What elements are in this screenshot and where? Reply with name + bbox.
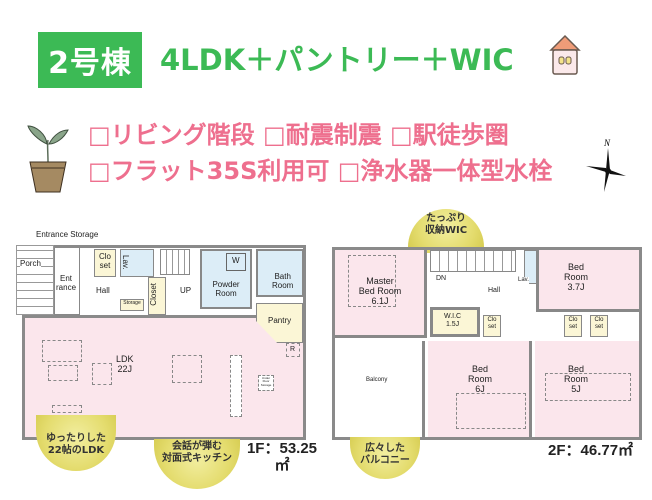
feature-line-1: □リビング階段 □耐震制震 □駅徒歩圏: [88, 121, 509, 149]
coffee-table: [48, 365, 78, 381]
bed: [545, 373, 631, 401]
bedroom-6j-label: Bed Room 6J: [468, 364, 493, 394]
wic-label: W.I.C 1.5J: [444, 313, 462, 328]
washer-label: W: [232, 256, 240, 265]
under-floor-storage: [258, 375, 274, 391]
closet-label: Clo set: [594, 317, 604, 330]
floor-area-2f: 2F：46.77㎡: [548, 442, 634, 459]
washer: [226, 253, 246, 271]
closet-2f-3: [590, 315, 608, 337]
under-floor-label: Under Floor Storage: [260, 376, 272, 387]
hall-label: Hall: [96, 286, 110, 295]
bath-room: [256, 249, 304, 297]
lavatory-1f: [120, 249, 154, 277]
wall: [22, 315, 306, 318]
tv-stand: [52, 405, 82, 413]
closet-1f: [148, 277, 166, 315]
wall: [22, 315, 25, 440]
kitchen-counter: [230, 355, 242, 417]
storage-label: Storage: [123, 300, 141, 306]
wall: [303, 245, 306, 440]
closet-label: Closet: [149, 283, 158, 306]
feature-line-2: □フラット35S利用可 □浄水器一体型水栓: [88, 157, 553, 185]
dining-table: [172, 355, 202, 383]
master-bedroom: [335, 250, 427, 338]
plant-icon: [24, 122, 70, 194]
closet-1f-small: [94, 249, 116, 277]
powder-room-label: Powder Room: [212, 280, 240, 298]
porch-label: Porch: [20, 259, 41, 269]
porch: [16, 245, 54, 315]
lav-label: Lav.: [120, 255, 130, 270]
building-badge: 2号棟: [38, 32, 142, 88]
bubble-wic-text: たっぷり 収納WIC: [424, 213, 468, 236]
wall: [332, 247, 335, 439]
lav-2f-label: Lav.: [518, 277, 529, 284]
balcony-label: Balcony: [366, 377, 388, 383]
floor-plan-2f: たっぷり 収納WIC Master Bed Room 6.1J DN Hall …: [320, 205, 652, 500]
floor-plan-1f: Entrance Storage Porch Ent rance Clo set…: [0, 225, 320, 500]
closet-label: Clo set: [98, 252, 111, 270]
bedroom-3-7j: [536, 250, 639, 312]
stairs-down-label: DN: [436, 275, 447, 282]
bubble-balcony-text: 広々した バルコニー: [360, 443, 410, 466]
hall-2f-label: Hall: [488, 287, 501, 294]
ldk-label: LDK 22J: [116, 354, 134, 374]
walk-in-closet: [430, 307, 480, 337]
stairs-up[interactable]: [160, 249, 190, 275]
closet-2f-2: [564, 315, 582, 337]
master-bedroom-label: Master Bed Room 6.1J: [358, 276, 402, 306]
closet-label: Clo set: [568, 317, 578, 330]
bath-room-label: Bath Room: [272, 272, 294, 290]
wall: [54, 245, 306, 248]
entrance-storage-label: Entrance Storage: [36, 230, 99, 239]
armchair: [92, 363, 112, 385]
balcony: [335, 341, 425, 437]
bubble-ldk-text: ゆったりした 22帖のLDK: [46, 433, 106, 456]
wall: [639, 247, 642, 440]
fridge: [286, 343, 300, 357]
building-badge-label: 2号棟: [48, 46, 132, 81]
house-icon: [548, 34, 582, 76]
storage: [120, 299, 144, 311]
powder-room: [200, 249, 252, 309]
bedroom-6j: [428, 341, 532, 437]
bedroom-5j: [535, 341, 639, 437]
wall: [332, 437, 642, 440]
stairs-up-label: UP: [180, 286, 192, 295]
bed: [348, 255, 396, 307]
bedroom-5j-label: Bed Room 5J: [564, 364, 589, 394]
pantry: [256, 303, 303, 343]
entrance-label: Ent rance: [56, 274, 77, 292]
sofa: [42, 340, 82, 362]
stairs-down[interactable]: [430, 250, 516, 272]
compass-icon: N: [584, 136, 628, 196]
closet-2f-1: [483, 315, 501, 337]
wall: [22, 437, 306, 440]
wall: [332, 247, 642, 250]
bedroom-3-7j-label: Bed Room 3.7J: [564, 262, 589, 292]
closet-label: Clo set: [487, 317, 497, 330]
floor-area-1f: 1F：53.25㎡: [246, 440, 318, 474]
pantry-label: Pantry: [268, 316, 292, 325]
compass-north-label: N: [603, 138, 611, 148]
bubble-kitchen-text: 会話が弾む 対面式キッチン: [162, 441, 232, 464]
layout-title: 4LDK＋パントリー＋WIC: [160, 43, 514, 77]
bed: [456, 393, 526, 429]
fridge-label: R: [290, 346, 296, 353]
